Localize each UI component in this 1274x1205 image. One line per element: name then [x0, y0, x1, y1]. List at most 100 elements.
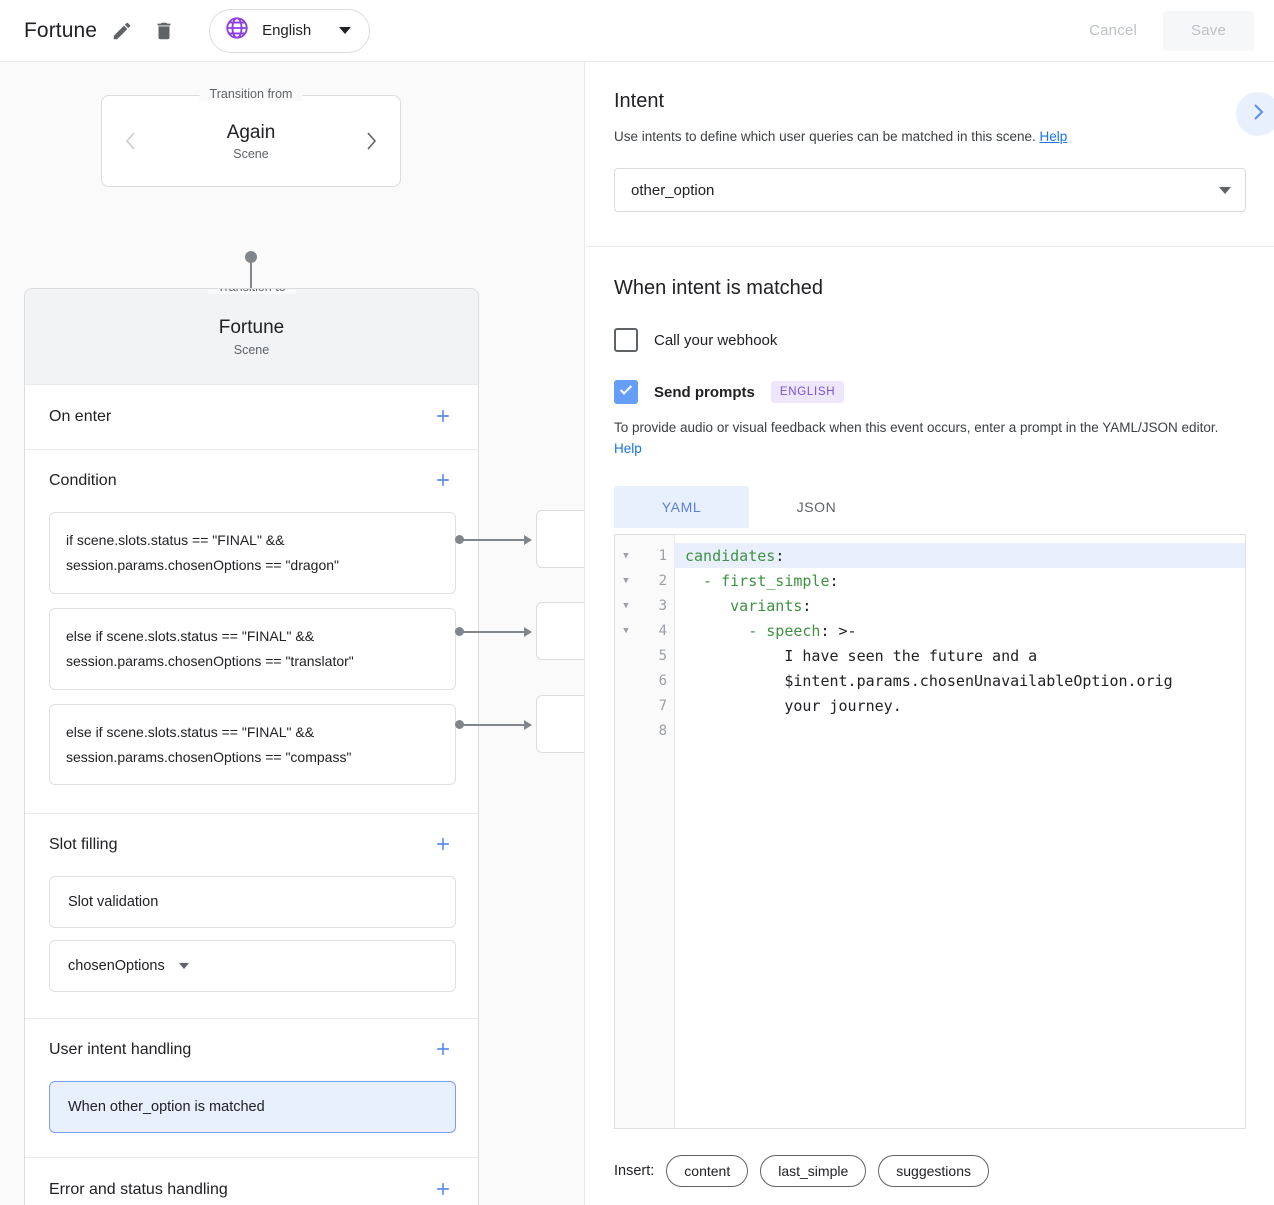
save-button[interactable]: Save	[1163, 10, 1254, 51]
transition-to-card: Transition to Fortune Scene On enter Con…	[24, 288, 479, 1205]
condition-link-dot	[455, 720, 464, 729]
gutter-line: 5	[615, 643, 674, 668]
yaml-text: I have seen the future and a	[685, 646, 1038, 665]
gutter-line: 7	[615, 693, 674, 718]
call-webhook-checkbox[interactable]	[614, 328, 638, 353]
intent-description-text: Use intents to define which user queries…	[614, 129, 1036, 144]
chevron-down-icon	[339, 27, 352, 34]
intent-help-link[interactable]: Help	[1039, 129, 1068, 144]
code-line: $intent.params.chosenUnavailableOption.o…	[675, 668, 1245, 693]
prompts-help-link[interactable]: Help	[614, 441, 642, 457]
page-title: Fortune	[24, 18, 98, 42]
prev-scene-button[interactable]	[118, 128, 144, 154]
line-number: 2	[658, 572, 667, 589]
cancel-button[interactable]: Cancel	[1067, 11, 1159, 51]
condition-item[interactable]: else if scene.slots.status == "FINAL" &&…	[49, 607, 456, 690]
yaml-editor[interactable]: ▼1 ▼2 ▼3 ▼4 5 6 7 8 candidates: - first_…	[614, 534, 1246, 1130]
condition-item[interactable]: else if scene.slots.status == "FINAL" &&…	[49, 703, 456, 786]
chevron-down-icon	[1219, 186, 1231, 194]
condition-target-card[interactable]	[536, 695, 584, 753]
fold-toggle-icon[interactable]: ▼	[623, 600, 629, 611]
code-line: variants:	[675, 593, 1245, 618]
add-error-handler-button[interactable]	[428, 1175, 458, 1205]
transition-from-card[interactable]: Transition from Again Scene	[101, 87, 401, 187]
fold-toggle-icon[interactable]: ▼	[623, 575, 629, 586]
pencil-icon	[111, 20, 133, 42]
insert-label: Insert:	[614, 1163, 655, 1180]
insert-chip-suggestions[interactable]: suggestions	[878, 1155, 989, 1188]
slot-validation-item[interactable]: Slot validation	[49, 876, 456, 929]
condition-title: Condition	[49, 472, 117, 489]
intent-section: Intent Use intents to define which user …	[586, 62, 1274, 248]
line-number: 5	[658, 647, 667, 664]
insert-chip-last-simple[interactable]: last_simple	[760, 1155, 867, 1188]
add-slot-button[interactable]	[428, 830, 458, 860]
transition-from-legend: Transition from	[199, 87, 303, 101]
yaml-key: candidates	[685, 546, 776, 565]
prompts-hint-text: To provide audio or visual feedback when…	[614, 420, 1219, 436]
tab-yaml[interactable]: YAML	[614, 486, 749, 529]
insert-chip-content[interactable]: content	[666, 1155, 749, 1188]
yaml-text: :	[829, 571, 839, 590]
plus-icon	[433, 834, 453, 857]
condition-item[interactable]: if scene.slots.status == "FINAL" && sess…	[49, 512, 456, 594]
gutter-line: ▼4	[615, 618, 674, 643]
line-number: 3	[658, 597, 667, 614]
send-prompts-checkbox[interactable]	[614, 380, 638, 405]
section-user-intent-handling: User intent handling When other_option i…	[25, 1019, 478, 1159]
line-number: 6	[658, 672, 667, 689]
section-error-handling: Error and status handling	[25, 1158, 478, 1205]
intent-select[interactable]: other_option	[614, 168, 1246, 213]
plus-icon	[433, 1179, 453, 1202]
user-intent-item-selected[interactable]: When other_option is matched	[49, 1081, 456, 1134]
expand-panel-button[interactable]	[1236, 92, 1274, 136]
code-line	[675, 718, 1245, 743]
prompts-hint: To provide audio or visual feedback when…	[614, 418, 1244, 460]
error-handling-title: Error and status handling	[49, 1181, 228, 1199]
when-intent-matched-section: When intent is matched Call your webhook…	[586, 247, 1274, 1130]
call-webhook-label: Call your webhook	[654, 331, 778, 349]
slot-item-chosenoptions[interactable]: chosenOptions	[49, 940, 456, 993]
condition-link-dot	[455, 535, 464, 544]
add-condition-button[interactable]	[428, 466, 458, 496]
webhook-row[interactable]: Call your webhook	[614, 328, 1246, 353]
yaml-key: - first_simple	[685, 571, 830, 590]
editor-gutter: ▼1 ▼2 ▼3 ▼4 5 6 7 8	[615, 535, 675, 1129]
condition-link-line	[462, 724, 528, 726]
slot-validation-label: Slot validation	[68, 894, 159, 911]
yaml-text: :	[802, 596, 812, 615]
yaml-text: your journey.	[685, 696, 902, 715]
language-selector[interactable]: English	[209, 8, 371, 53]
language-badge: ENGLISH	[770, 381, 845, 404]
edit-button[interactable]	[105, 14, 139, 48]
condition-link-arrow-icon	[524, 720, 532, 730]
chevron-down-icon	[178, 963, 189, 970]
condition-target-card[interactable]	[536, 602, 584, 660]
yaml-text: : >-	[820, 621, 857, 640]
add-on-enter-button[interactable]	[428, 402, 458, 432]
line-number: 1	[658, 547, 667, 564]
transition-to-name: Fortune	[218, 317, 285, 339]
delete-button[interactable]	[147, 14, 181, 48]
section-on-enter: On enter	[25, 385, 478, 450]
gutter-line: ▼3	[615, 593, 674, 618]
on-enter-title: On enter	[49, 408, 112, 425]
gutter-line: 8	[615, 718, 674, 743]
intent-select-value: other_option	[631, 181, 715, 199]
condition-target-card[interactable]	[536, 510, 584, 568]
send-prompts-row[interactable]: Send prompts ENGLISH	[614, 380, 1246, 405]
scene-header: Fortune Scene	[25, 289, 478, 385]
topbar-actions: Cancel Save	[1067, 10, 1274, 51]
fold-toggle-icon[interactable]: ▼	[623, 550, 629, 561]
fold-toggle-icon[interactable]: ▼	[623, 625, 629, 636]
globe-icon	[224, 15, 250, 46]
insert-snippets-row: Insert: content last_simple suggestions	[586, 1129, 1274, 1188]
next-scene-button[interactable]	[358, 128, 384, 154]
language-label: English	[262, 22, 312, 39]
editor-code-area[interactable]: candidates: - first_simple: variants: - …	[675, 535, 1245, 1128]
tab-json[interactable]: JSON	[796, 499, 837, 516]
plus-icon	[433, 470, 453, 493]
check-icon	[618, 382, 634, 403]
add-user-intent-button[interactable]	[428, 1035, 458, 1065]
slot-name-label: chosenOptions	[68, 958, 165, 975]
